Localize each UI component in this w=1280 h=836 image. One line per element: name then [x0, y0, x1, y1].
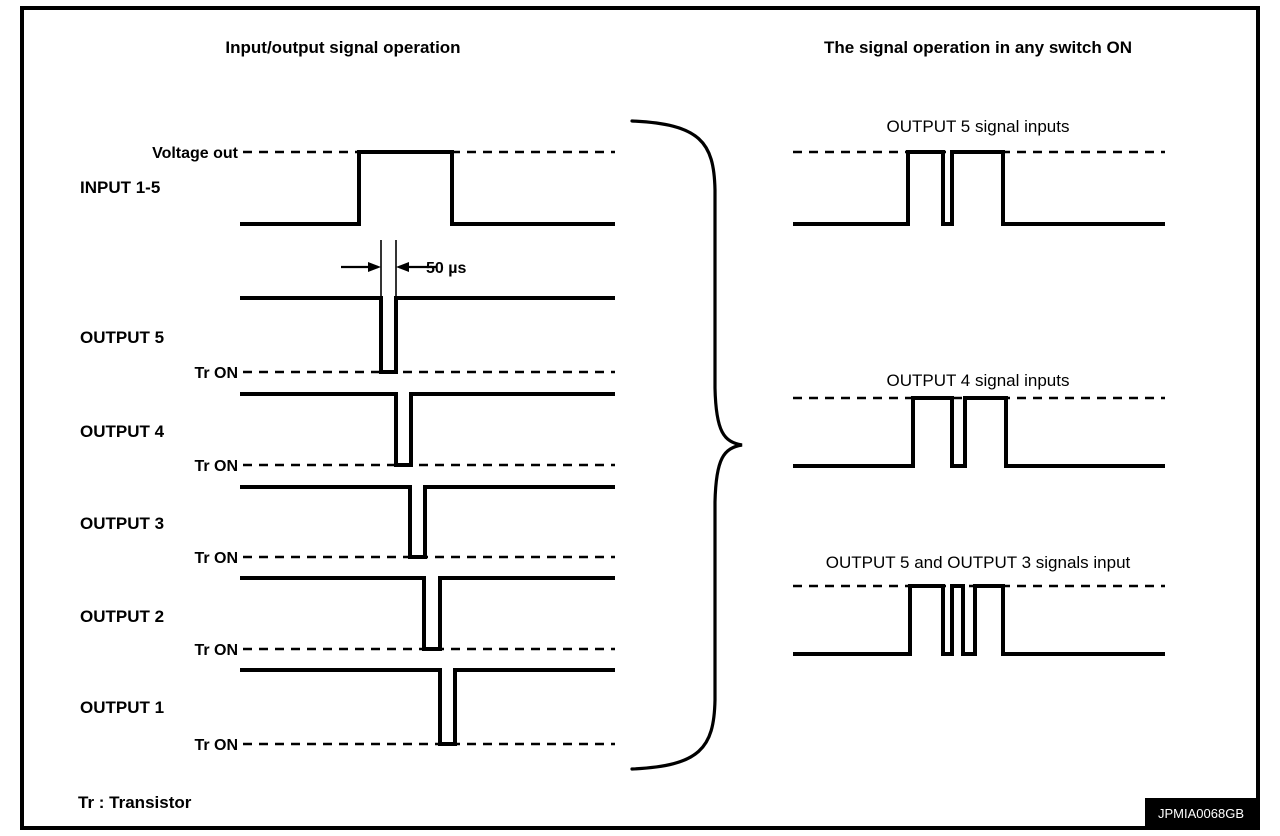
row-label-output-2: OUTPUT 2	[80, 607, 164, 626]
right-panel-title: The signal operation in any switch ON	[824, 38, 1132, 57]
dimension-arrowhead-left	[368, 262, 381, 272]
tr-on-label-output-4: Tr ON	[194, 458, 238, 475]
waveform-output-3	[240, 485, 615, 559]
waveform-output-5	[240, 296, 615, 374]
tr-on-label-output-2: Tr ON	[194, 642, 238, 659]
waveform-output-4	[240, 392, 615, 467]
row-label-input-1-5: INPUT 1-5	[80, 178, 160, 197]
grouping-brace	[630, 119, 743, 771]
dimension-label-50us: 50 µs	[426, 260, 466, 277]
left-panel-title: Input/output signal operation	[225, 38, 460, 57]
dimension-arrowhead-right	[396, 262, 409, 272]
right-row-title-output-4: OUTPUT 4 signal inputs	[887, 371, 1070, 390]
row-label-output-3: OUTPUT 3	[80, 514, 164, 533]
voltage-out-label: Voltage out	[152, 145, 239, 162]
right-waveform-output-5-and-3	[793, 584, 1165, 656]
row-label-output-5: OUTPUT 5	[80, 328, 164, 347]
row-label-output-4: OUTPUT 4	[80, 422, 165, 441]
reference-code: JPMIA0068GB	[1158, 806, 1244, 821]
tr-on-label-output-3: Tr ON	[194, 550, 238, 567]
right-row-title-output-5-and-3: OUTPUT 5 and OUTPUT 3 signals input	[826, 553, 1131, 572]
waveform-output-1	[240, 668, 615, 746]
reference-code-background	[1145, 798, 1258, 828]
row-label-output-1: OUTPUT 1	[80, 698, 164, 717]
footnote-transistor: Tr : Transistor	[78, 793, 192, 812]
right-waveform-output-5	[793, 150, 1165, 226]
waveform-input-1-5	[240, 150, 615, 226]
tr-on-label-output-5: Tr ON	[194, 365, 238, 382]
figure-border	[20, 6, 1260, 830]
waveform-output-2	[240, 576, 615, 651]
right-row-title-output-5: OUTPUT 5 signal inputs	[887, 117, 1070, 136]
tr-on-label-output-1: Tr ON	[194, 737, 238, 754]
right-waveform-output-4	[793, 396, 1165, 468]
